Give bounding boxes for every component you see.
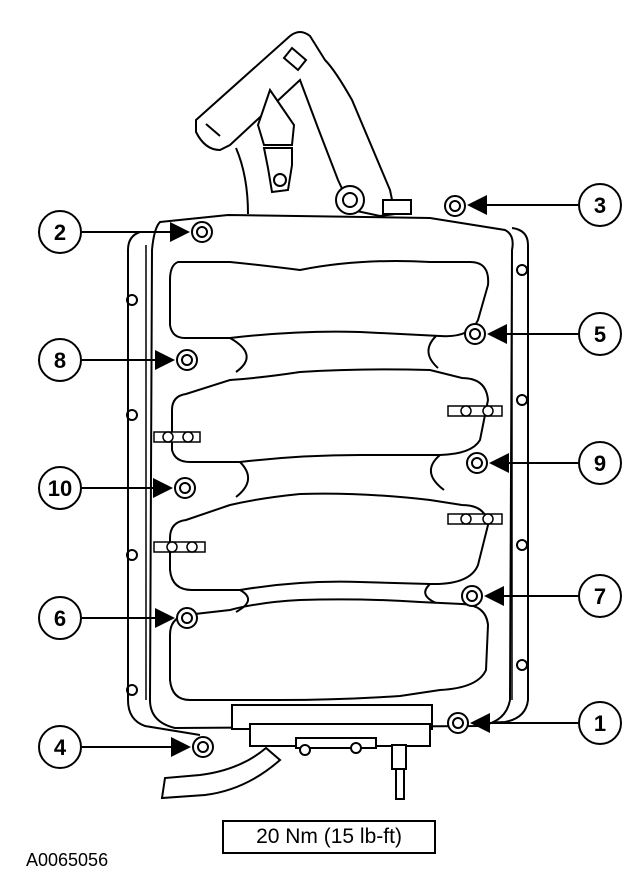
- fuel-rail-clips: [153, 405, 503, 553]
- bolt-8: [176, 349, 198, 371]
- bolt-6: [176, 607, 198, 629]
- callout-10: 10: [38, 466, 82, 510]
- callout-4-label: 4: [54, 735, 67, 760]
- bolt-1: [447, 712, 469, 734]
- bolt-7: [461, 585, 483, 607]
- bolt-2: [191, 221, 213, 243]
- callout-9: 9: [578, 441, 622, 485]
- callout-2: 2: [38, 210, 82, 254]
- callout-7-label: 7: [594, 584, 606, 609]
- callout-2-label: 2: [54, 220, 66, 245]
- callout-1: 1: [578, 701, 622, 745]
- bolt-5: [464, 323, 486, 345]
- callout-8-label: 8: [54, 348, 66, 373]
- torque-spec-text: 20 Nm (15 lb-ft): [256, 825, 402, 848]
- leader-lines: [82, 195, 578, 757]
- callout-6-label: 6: [54, 606, 66, 631]
- bottom-fittings: [160, 704, 433, 800]
- callout-1-label: 1: [594, 711, 606, 736]
- callout-8: 8: [38, 338, 82, 382]
- callout-4: 4: [38, 725, 82, 769]
- callout-9-label: 9: [594, 451, 606, 476]
- bolt-9: [466, 452, 488, 474]
- figure-id: A0065056: [26, 850, 109, 870]
- callout-7: 7: [578, 574, 622, 618]
- callout-5: 5: [578, 312, 622, 356]
- bolt-4: [192, 736, 214, 758]
- bolt-10: [174, 477, 196, 499]
- callout-6: 6: [38, 596, 82, 640]
- callout-5-label: 5: [594, 322, 606, 347]
- intake-runners: [169, 260, 490, 701]
- throttle-bracket: [195, 31, 412, 218]
- bolts: [174, 195, 488, 758]
- callout-3-label: 3: [594, 193, 606, 218]
- bolt-3: [444, 195, 466, 217]
- torque-spec-box: 20 Nm (15 lb-ft): [222, 820, 436, 854]
- callout-10-label: 10: [48, 476, 72, 501]
- callouts: 1 2 3 4 5 6 7 8 9 10: [38, 183, 622, 769]
- callout-3: 3: [578, 183, 622, 227]
